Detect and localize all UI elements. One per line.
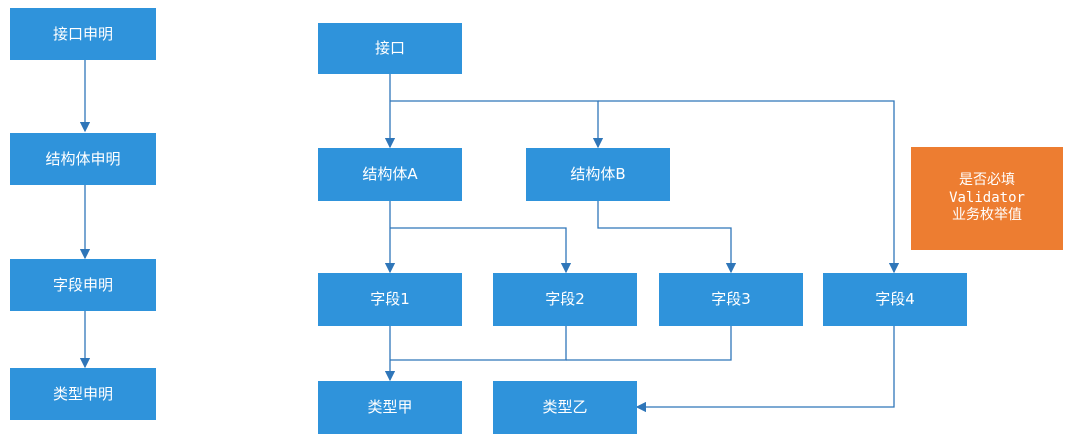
field-1-node-label: 字段1 [370,290,410,308]
edge-field-4-to-type-yi [635,326,895,413]
legend-interface-declaration-label: 接口申明 [52,24,113,43]
struct-a-node: 结构体A [318,148,462,201]
type-yi-node: 类型乙 [493,381,637,434]
type-jia-node-label: 类型甲 [367,398,413,416]
legend-struct-declaration-label: 结构体申明 [45,149,121,168]
legend-field-declaration-box: 字段申明 [10,259,156,311]
struct-b-node: 结构体B [526,148,670,201]
legend-type-declaration-box: 类型申明 [10,368,156,420]
field-3-node: 字段3 [659,273,803,326]
interface-node: 接口 [318,23,462,74]
field-2-node: 字段2 [493,273,637,326]
field-2-node-label: 字段2 [545,290,585,308]
legend-type-declaration-label: 类型申明 [52,384,113,403]
edge-struct-a-to-field-2 [390,227,572,274]
validator-note-box: 是否必填 Validator 业务枚举值 [911,147,1063,250]
edge-field-3-to-type-jia [566,326,732,361]
edge-interface-to-field-4 [598,100,900,274]
edge-struct-b-to-field-3 [597,201,737,274]
validator-note-required-label: 是否必填 [959,172,1015,189]
legend-struct-declaration-box: 结构体申明 [10,133,156,185]
struct-a-node-label: 结构体A [362,165,418,183]
edge-field-2-to-type-jia [390,326,567,361]
interface-node-label: 接口 [374,39,405,57]
field-4-node: 字段4 [823,273,967,326]
field-3-node-label: 字段3 [711,290,751,308]
struct-b-node-label: 结构体B [570,165,626,183]
legend-field-declaration-label: 字段申明 [52,275,113,294]
legend-interface-declaration-box: 接口申明 [10,8,156,60]
field-1-node: 字段1 [318,273,462,326]
type-yi-node-label: 类型乙 [542,398,588,416]
validator-note-validator-label: Validator [949,189,1025,206]
edge-interface-to-struct-b [390,100,604,149]
type-jia-node: 类型甲 [318,381,462,434]
validator-note-enum-label: 业务枚举值 [952,207,1022,224]
field-4-node-label: 字段4 [875,290,915,308]
